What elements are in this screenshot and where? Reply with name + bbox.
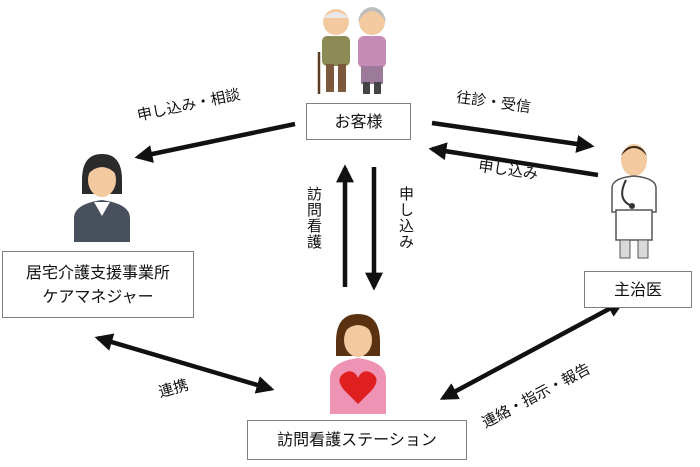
arrow-station-doctor	[439, 300, 626, 400]
care-manager-label-line2: ケアマネジャー	[42, 286, 154, 306]
arrow-doctor-to-client	[428, 142, 599, 178]
label-client-to-station: 申し込み	[397, 186, 415, 250]
label-station-to-client: 訪問看護	[305, 186, 323, 250]
station-node: 訪問看護ステーション	[247, 420, 467, 460]
arrow-client-to-doctor	[431, 120, 595, 153]
woman-office-worker-icon	[74, 154, 130, 242]
doctor-icon	[611, 144, 657, 259]
arrow-client-to-caremanager	[134, 121, 296, 163]
nurse-with-heart-icon	[330, 314, 386, 414]
elderly-couple-icon	[317, 7, 386, 94]
doctor-label: 主治医	[613, 279, 662, 299]
arrow-caremanager-station	[94, 333, 275, 394]
care-manager-label-line1: 居宅介護支援事業所	[25, 263, 170, 283]
care-manager-node: 居宅介護支援事業所 ケアマネジャー	[2, 251, 194, 318]
station-label: 訪問看護ステーション	[277, 430, 437, 450]
doctor-node: 主治医	[584, 271, 692, 308]
client-node: お客様	[306, 103, 411, 140]
client-label: お客様	[334, 111, 383, 131]
